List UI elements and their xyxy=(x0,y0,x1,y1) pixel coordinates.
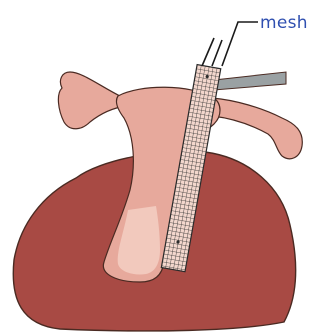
suture-line-left xyxy=(202,38,214,66)
right-adnexa xyxy=(212,98,302,159)
mesh-leader-line xyxy=(222,22,258,66)
left-adnexa xyxy=(58,72,126,129)
mesh-strap xyxy=(214,72,286,90)
suture-line-right xyxy=(212,40,222,66)
mesh-label: mesh xyxy=(260,13,308,33)
